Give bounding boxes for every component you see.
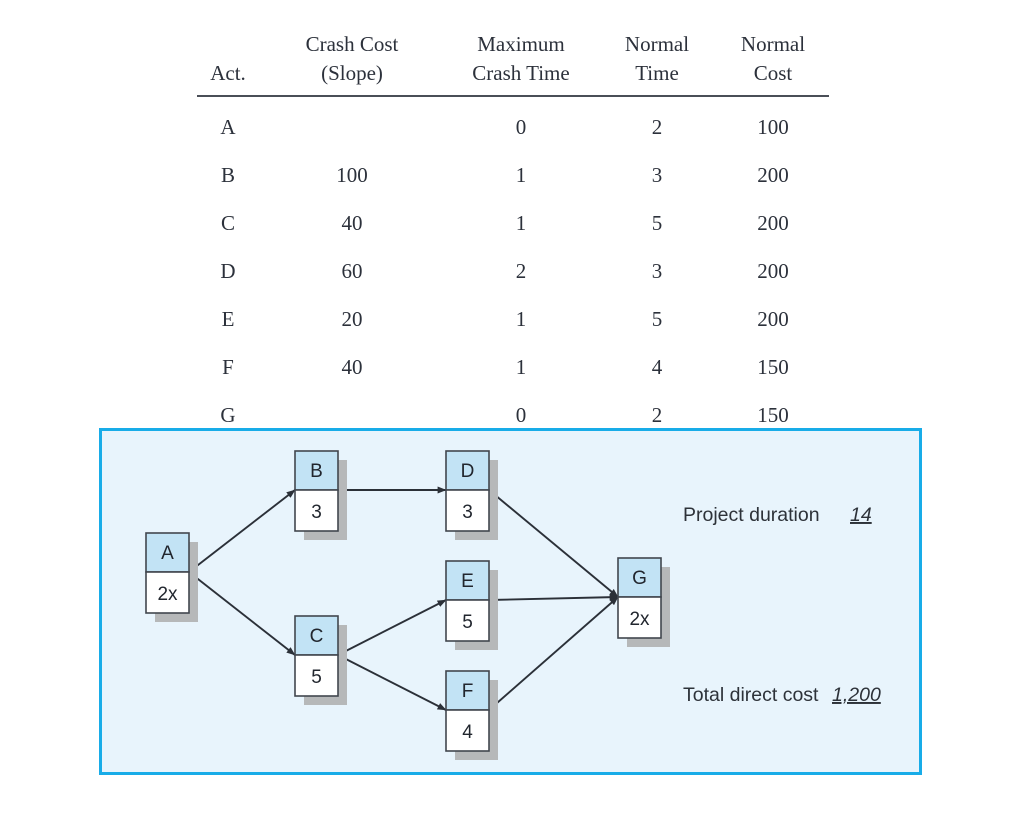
column-header-normal-time: Normal Time (624, 32, 690, 85)
cell-crash: 1 (515, 162, 527, 187)
cell-ncost: 150 (757, 402, 789, 427)
node-letter: C (310, 626, 324, 647)
column-header-normal-cost: Normal Cost (740, 32, 806, 85)
total-direct-cost-label: Total direct cost 1,200 (683, 684, 881, 706)
total-direct-cost-text: Total direct cost (683, 684, 819, 706)
node-header-box (294, 615, 339, 656)
cell-crash: 0 (515, 402, 527, 427)
cell-ntime: 5 (651, 210, 663, 235)
cell-act: A (220, 114, 236, 139)
node-duration-value: 2x (629, 609, 650, 630)
edge-D-to-G (488, 489, 619, 598)
node-body-box (445, 709, 490, 752)
cell-ncost: 150 (757, 354, 789, 379)
node-letter: E (461, 571, 474, 592)
cell-act: D (220, 258, 236, 283)
cell-act: E (221, 306, 235, 331)
edge-A-to-C (188, 571, 296, 656)
cell-ntime: 2 (651, 114, 663, 139)
node-header-box (294, 450, 339, 491)
column-header-crash-time: Maximum Crash Time (472, 32, 570, 85)
edge-layer (188, 486, 619, 711)
node-letter: B (310, 461, 323, 482)
node-duration-value: 2x (157, 584, 178, 605)
cell-ntime: 3 (651, 258, 663, 283)
node-duration-value: 4 (462, 722, 473, 743)
cell-ncost: 100 (757, 114, 789, 139)
table-header: Act. Crash Cost (Slope) Maximum Crash Ti… (197, 30, 829, 96)
node-body-box (445, 489, 490, 532)
edge-A-to-B (188, 489, 296, 573)
cell-slope: 40 (341, 210, 363, 235)
edge-C-to-F (337, 654, 447, 711)
cell-slope (259, 96, 445, 152)
table-row: F 40 1 4 150 (197, 343, 829, 391)
edge-C-to-E (337, 599, 447, 656)
crash-cost-table: Act. Crash Cost (Slope) Maximum Crash Ti… (197, 30, 829, 439)
network-node-a[interactable]: A 2x (145, 532, 198, 622)
node-header-box (445, 670, 490, 711)
network-node-f[interactable]: F4 (445, 670, 498, 760)
table-row: G 0 2 150 (197, 391, 829, 439)
cell-act: C (220, 210, 235, 235)
cell-crash: 1 (515, 354, 527, 379)
cell-act: G (220, 402, 236, 427)
cell-slope: 100 (336, 162, 368, 187)
cell-ntime: 5 (651, 306, 663, 331)
table-row: B 100 1 3 200 (197, 151, 829, 199)
cell-slope: 60 (341, 258, 363, 283)
project-duration-text: Project duration (683, 504, 820, 526)
node-body-box (294, 654, 339, 697)
column-header-act: Act. (210, 60, 246, 85)
cell-act: B (220, 162, 235, 187)
node-duration-value: 3 (462, 502, 473, 523)
node-letter: G (632, 568, 647, 589)
cell-ntime: 2 (651, 402, 663, 427)
edge-E-to-G (488, 593, 619, 601)
node-header-box (445, 450, 490, 491)
node-letter: F (462, 681, 474, 702)
cell-ntime: 3 (651, 162, 663, 187)
cell-crash: 1 (515, 210, 527, 235)
node-duration-value: 5 (462, 612, 473, 633)
table-header-row: Act. Crash Cost (Slope) Maximum Crash Ti… (197, 30, 829, 96)
cell-crash: 0 (515, 114, 527, 139)
node-body-box (294, 489, 339, 532)
project-duration-label: Project duration 14 (683, 504, 872, 526)
cell-ntime: 4 (651, 354, 663, 379)
node-body-box (617, 596, 662, 639)
edge-F-to-G (488, 596, 619, 711)
network-node-e[interactable]: E5 (445, 560, 498, 650)
node-duration-value: 5 (311, 667, 322, 688)
table-row: E 20 1 5 200 (197, 295, 829, 343)
total-direct-cost-value: 1,200 (832, 684, 881, 706)
cell-ncost: 200 (757, 210, 789, 235)
column-header-slope: Crash Cost (Slope) (305, 32, 399, 85)
table-row: C 40 1 5 200 (197, 199, 829, 247)
network-node-c[interactable]: C5 (294, 615, 347, 705)
cell-ncost: 200 (757, 306, 789, 331)
table-row: D 60 2 3 200 (197, 247, 829, 295)
cell-ncost: 200 (757, 162, 789, 187)
cell-act: F (222, 354, 234, 379)
node-letter: A (161, 543, 174, 564)
cell-ncost: 200 (757, 258, 789, 283)
node-body-box (445, 599, 490, 642)
node-body-box (145, 571, 190, 614)
project-duration-value: 14 (850, 504, 872, 526)
cell-crash: 2 (515, 258, 527, 283)
table-row: A 0 2 100 (197, 96, 829, 152)
cell-slope: 40 (341, 354, 363, 379)
network-node-b[interactable]: B3 (294, 450, 347, 540)
node-duration-value: 3 (311, 502, 322, 523)
network-node-d[interactable]: D3 (445, 450, 498, 540)
cell-slope: 20 (341, 306, 363, 331)
cell-crash: 1 (515, 306, 527, 331)
node-letter: D (461, 461, 475, 482)
network-node-g[interactable]: G 2x (617, 557, 670, 647)
